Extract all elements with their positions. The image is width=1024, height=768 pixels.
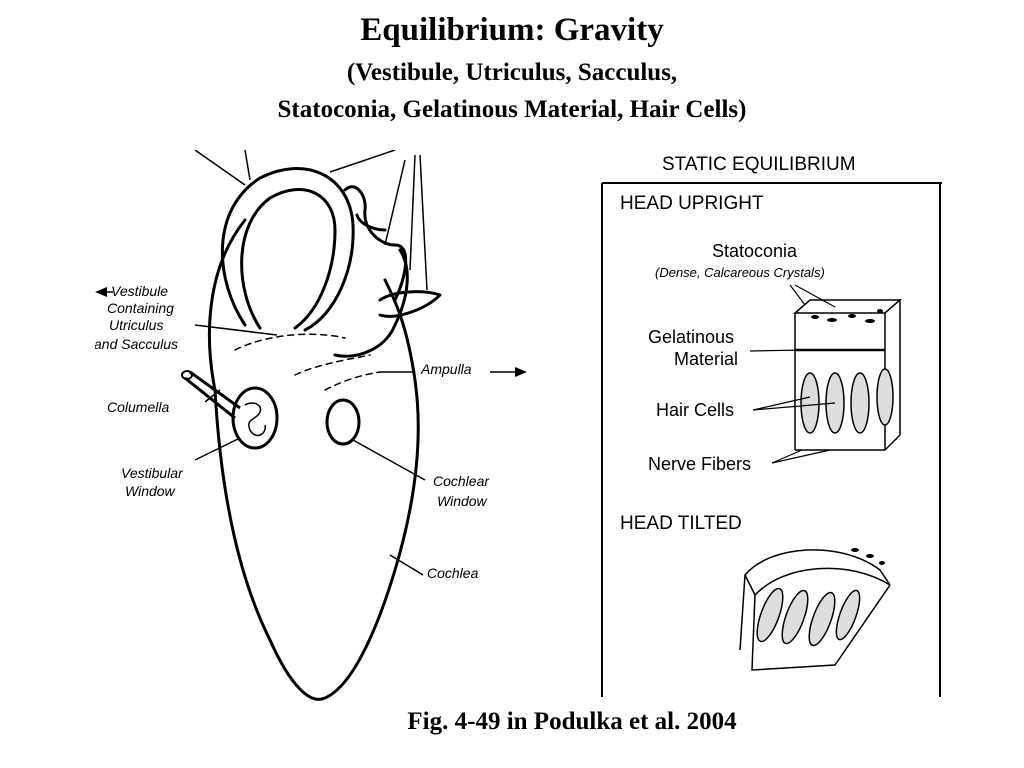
- hair-cells-upright: [800, 368, 894, 434]
- label-vestibule: Vestibule: [111, 283, 168, 299]
- label-vestibule-3: Utriculus: [109, 317, 163, 333]
- tilted-receptor-block: [739, 549, 891, 671]
- heading-static-equilibrium: STATIC EQUILIBRIUM: [662, 154, 856, 175]
- label-gelatinous-2: Material: [674, 349, 738, 369]
- label-vestibule-2: Containing: [107, 300, 174, 316]
- label-vestibular-window-2: Window: [125, 483, 176, 499]
- label-statoconia: Statoconia: [712, 241, 798, 261]
- label-cochlear-window-2: Window: [437, 493, 488, 509]
- cochlear-window: [325, 398, 361, 446]
- label-ampulla: Ampulla: [420, 361, 472, 377]
- statoconia-crystals: [811, 309, 883, 323]
- heading-head-upright: HEAD UPRIGHT: [620, 193, 764, 214]
- label-statoconia-desc: (Dense, Calcareous Crystals): [655, 265, 825, 280]
- subtitle-line-2: Statoconia, Gelatinous Material, Hair Ce…: [277, 96, 747, 123]
- label-vestibular-window: Vestibular: [121, 465, 184, 481]
- hair-cells-tilted: [756, 587, 861, 647]
- semicircular-canal: [221, 167, 355, 332]
- statoconia-tilted: [851, 548, 885, 565]
- heading-head-tilted: HEAD TILTED: [620, 513, 742, 534]
- label-cochlea: Cochlea: [427, 565, 479, 581]
- static-equilibrium-diagram: STATIC EQUILIBRIUM HEAD UPRIGHT Statocon…: [601, 154, 942, 697]
- subtitle-line-1: (Vestibule, Utriculus, Sacculus,: [346, 59, 678, 86]
- inner-ear-diagram: Vestibule Containing Utriculus and Saccu…: [95, 150, 527, 701]
- label-nerve-fibers: Nerve Fibers: [648, 454, 751, 474]
- label-cochlear-window: Cochlear: [433, 473, 490, 489]
- label-hair-cells: Hair Cells: [656, 400, 734, 420]
- label-vestibule-4: and Sacculus: [95, 336, 178, 352]
- label-columella: Columella: [107, 399, 169, 415]
- label-gelatinous: Gelatinous: [648, 327, 734, 347]
- figure-caption: Fig. 4-49 in Podulka et al. 2004: [407, 708, 737, 735]
- page-title: Equilibrium: Gravity: [360, 12, 664, 48]
